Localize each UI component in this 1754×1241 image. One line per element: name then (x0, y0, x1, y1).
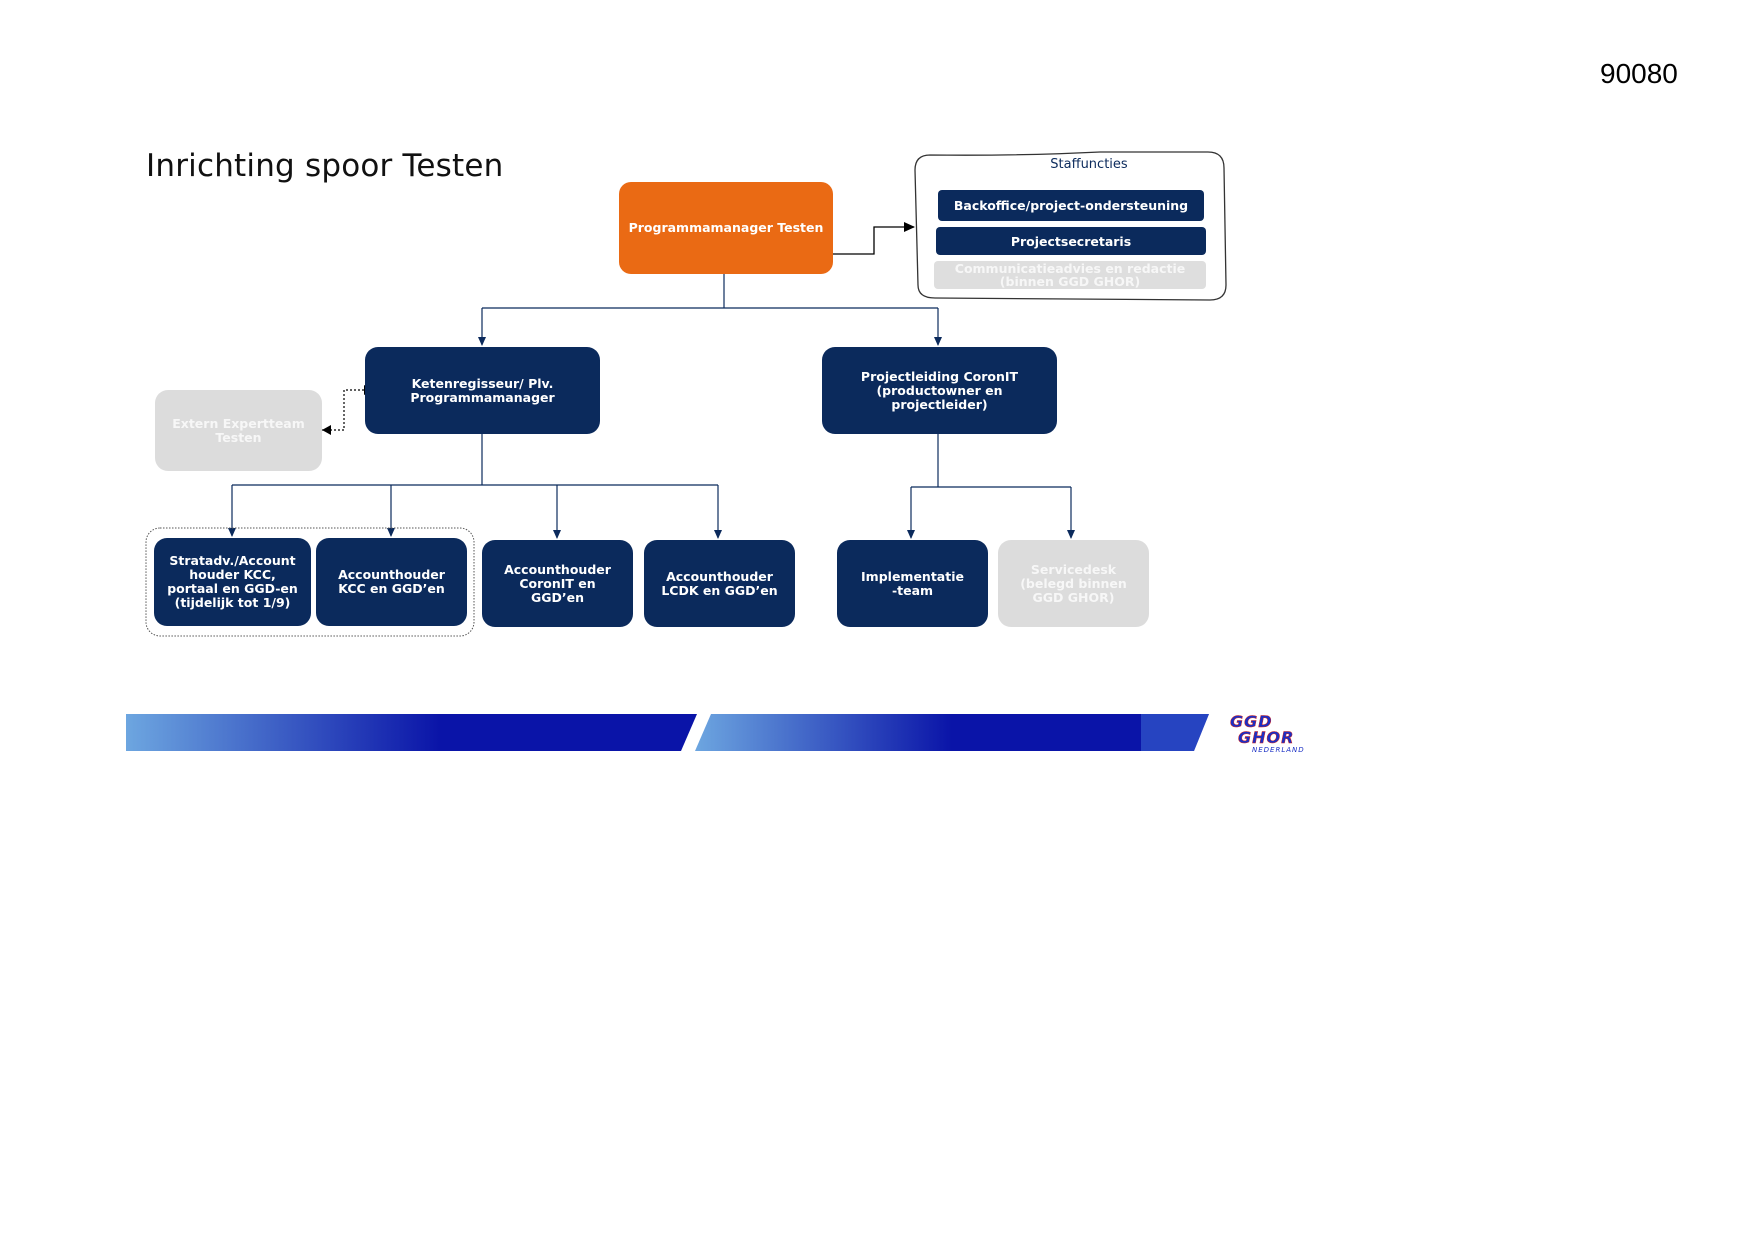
node-programmamanager: Programmamanager Testen (619, 182, 833, 274)
staff-item-backoffice: Backoffice/project-ondersteuning (938, 190, 1204, 221)
document-number: 90080 (1600, 58, 1678, 89)
staff-section-label: Staffuncties (1050, 157, 1128, 172)
staff-frame (914, 151, 1227, 301)
connector-pm-staff (833, 222, 915, 255)
logo-line-ghor: GHOR (1238, 728, 1295, 748)
node-implementatie-team: Implementatie -team (837, 540, 988, 627)
node-projectleiding: Projectleiding CoronIT (productowner en … (822, 347, 1057, 434)
node-extern-expertteam: Extern Expertteam Testen (155, 390, 322, 471)
staff-item-communicatie: Communicatieadvies en redactie (binnen G… (934, 261, 1206, 289)
node-ketenregisseur: Ketenregisseur/ Plv. Programmamanager (365, 347, 600, 434)
logo-subtitle: NEDERLAND (1252, 746, 1305, 754)
slide-title: Inrichting spoor Testen (146, 148, 504, 184)
node-accounthouder-lcdk: Accounthouder LCDK en GGD’en (644, 540, 795, 627)
footer-stripe (126, 714, 1209, 751)
node-stratadv: Stratadv./Account houder KCC, portaal en… (154, 538, 311, 626)
node-servicedesk: Servicedesk (belegd binnen GGD GHOR) (998, 540, 1149, 627)
ggd-ghor-logo: GGD GHOR NEDERLAND (1230, 712, 1305, 756)
logo-line-ggd: GGD (1230, 712, 1273, 732)
node-accounthouder-kcc: Accounthouder KCC en GGD’en (316, 538, 467, 626)
staff-item-projectsecretaris: Projectsecretaris (936, 227, 1206, 255)
group-frame-kcc (145, 527, 475, 637)
node-accounthouder-coronit: Accounthouder CoronIT en GGD’en (482, 540, 633, 627)
connector-keten-extern (322, 389, 364, 431)
